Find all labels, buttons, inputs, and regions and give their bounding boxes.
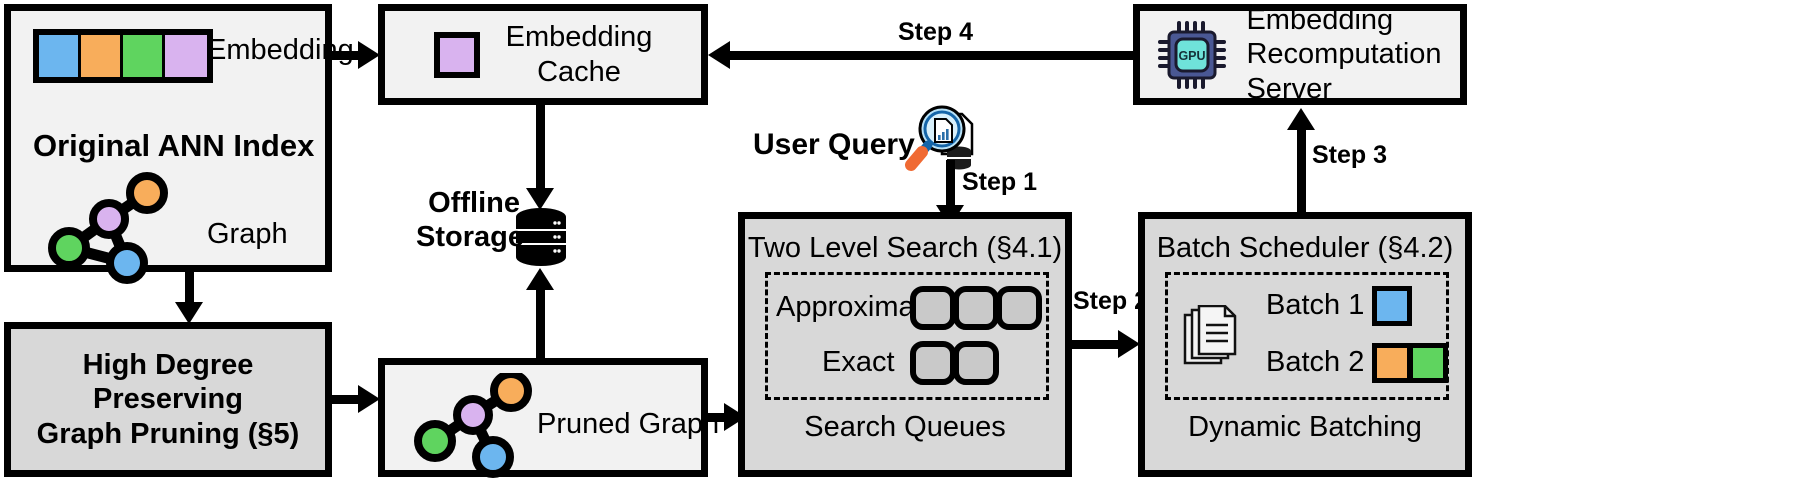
node-two-level-search: Two Level Search (§4.1) Approximate Exac… (738, 212, 1072, 477)
batch-scheduler-title: Batch Scheduler (§4.2) (1156, 232, 1454, 264)
node-pruned-graph: Pruned Graph (378, 358, 719, 478)
batch-1-label: Batch 1 (1266, 289, 1365, 321)
database-icon (516, 208, 566, 266)
graph-illustration (48, 172, 168, 284)
recomputation-server-line3: Server (1246, 72, 1332, 105)
embedding-cell-blue (39, 35, 81, 77)
arrow-pruned-to-search-line (708, 413, 738, 422)
arrow-index-to-pruning-head (175, 302, 203, 324)
node-original-ann-index: Embedding Original ANN Index Graph (4, 4, 354, 284)
embedding-cache-title: Embedding Cache (506, 20, 653, 88)
batch-swatch-blue (1372, 286, 1412, 326)
node-recomputation-server: GPU Embedding Recomputation Server (1133, 4, 1467, 105)
recomputation-server-line1: Embedding (1246, 4, 1394, 37)
dynamic-batching-panel: Batch 1 Batch 2 (1165, 272, 1449, 400)
pruned-graph-label: Pruned Graph (537, 408, 720, 440)
batch-2-swatches (1372, 343, 1448, 383)
documents-stack-icon (1183, 305, 1237, 365)
graph-pruning-line1: High Degree Preserving (82, 349, 254, 416)
arrow-pruning-to-pruned-line (332, 395, 370, 404)
arrow-cache-to-storage-line (536, 105, 545, 191)
batch-swatch-orange (1372, 343, 1412, 383)
arrow-step4-head (708, 41, 730, 69)
arrow-step4-line (730, 51, 1135, 60)
batch-1-swatches (1372, 286, 1412, 326)
recomputation-server-title: Embedding Recomputation Server (1246, 3, 1441, 106)
graph-label: Graph (207, 218, 288, 250)
arrow-index-to-cache-head (358, 41, 380, 69)
user-query-label: User Query (753, 128, 915, 161)
embedding-cell-green (123, 35, 165, 77)
step1-label: Step 1 (962, 168, 1038, 196)
exact-queue-row (910, 341, 999, 385)
pruned-graph-illustration (414, 373, 532, 478)
step3-label: Step 3 (1312, 141, 1388, 169)
search-queues-footer: Search Queues (804, 411, 1006, 443)
svg-text:GPU: GPU (1179, 49, 1206, 63)
queue-cell[interactable] (953, 341, 999, 385)
arrow-step2-head (1118, 330, 1140, 358)
embedding-cache-line2: Cache (537, 55, 621, 88)
node-embedding-cache: Embedding Cache (378, 4, 708, 105)
arrow-step1-line (946, 160, 955, 208)
gpu-chip-icon: GPU (1158, 20, 1227, 89)
queue-cell[interactable] (953, 286, 999, 330)
batch-swatch-green (1408, 343, 1448, 383)
step2-label: Step 2 (1073, 287, 1149, 315)
approximate-queue-row (910, 286, 1042, 330)
embedding-cache-line1: Embedding (505, 21, 653, 54)
search-queues-panel: Approximate Exact (765, 272, 1049, 400)
arrow-pruning-to-pruned-head (358, 385, 380, 413)
node-batch-scheduler: Batch Scheduler (§4.2) Batch 1 Batch 2 (1138, 212, 1472, 477)
step4-label: Step 4 (898, 18, 974, 46)
arrow-index-to-pruning-line (185, 272, 194, 304)
arrow-pruned-to-storage-head (526, 268, 554, 290)
queue-cell[interactable] (910, 286, 956, 330)
embedding-strip (33, 29, 213, 83)
arrow-cache-to-storage-head (526, 188, 554, 210)
two-level-search-title: Two Level Search (§4.1) (747, 232, 1063, 264)
queue-cell[interactable] (996, 286, 1042, 330)
exact-label: Exact (822, 346, 895, 378)
embedding-cache-swatch (433, 31, 480, 78)
offline-storage-line1: Offline (428, 187, 520, 219)
embedding-cell-orange (81, 35, 123, 77)
arrow-step3-head (1287, 108, 1315, 130)
arrow-pruned-to-storage-line (536, 290, 545, 358)
embedding-cell-purple (165, 35, 207, 77)
dynamic-batching-footer: Dynamic Batching (1188, 411, 1422, 443)
recomputation-server-line2: Recomputation (1246, 38, 1442, 71)
search-document-icon (905, 105, 974, 171)
batch-2-label: Batch 2 (1266, 346, 1365, 378)
node-graph-pruning: High Degree Preserving Graph Pruning (§5… (4, 322, 332, 477)
offline-storage-line2: Storage (416, 221, 524, 254)
arrow-index-to-cache-line (332, 51, 370, 60)
graph-pruning-title: High Degree Preserving Graph Pruning (§5… (11, 348, 325, 451)
graph-pruning-line2: Graph Pruning (§5) (36, 417, 300, 450)
offline-storage-label: Offline Storage (416, 186, 524, 254)
arrow-step2-line (1072, 340, 1132, 349)
original-ann-index-title: Original ANN Index (33, 128, 315, 163)
arrow-step3-line (1297, 130, 1306, 212)
embedding-label: Embedding (207, 34, 354, 66)
queue-cell[interactable] (910, 341, 956, 385)
